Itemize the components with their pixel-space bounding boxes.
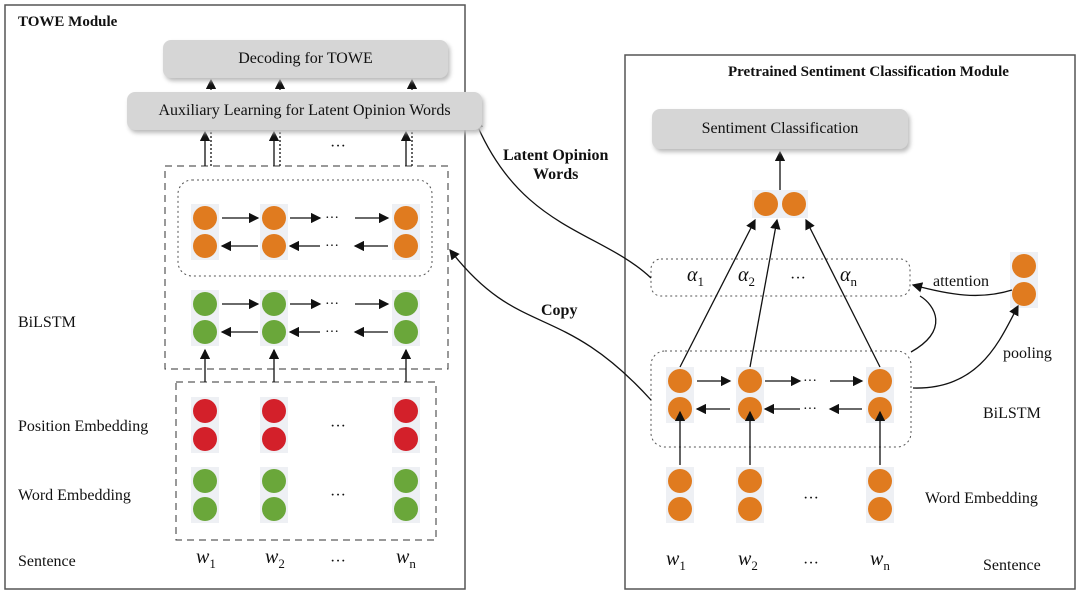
ellipsis: ··· xyxy=(803,555,819,572)
left-bilstm-node xyxy=(262,292,286,316)
copied-bilstm-node xyxy=(193,206,217,230)
sentence-vector-node xyxy=(754,192,778,216)
alpha-weight: α1 xyxy=(687,264,704,289)
ellipsis: ··· xyxy=(803,374,817,389)
decoding-box: Decoding for TOWE xyxy=(163,40,448,78)
word-embedding-node xyxy=(193,497,217,521)
towe-module-title: TOWE Module xyxy=(18,14,118,30)
word-embedding-node xyxy=(193,469,217,493)
position-embedding-node xyxy=(193,399,217,423)
auxiliary-learning-box: Auxiliary Learning for Latent Opinion Wo… xyxy=(127,92,482,130)
right-word-embedding-node xyxy=(668,469,692,493)
word-embedding-node xyxy=(394,469,418,493)
latent-opinion-arrow xyxy=(473,118,652,279)
copy-label: Copy xyxy=(541,302,578,319)
right-word-embedding-label: Word Embedding xyxy=(925,490,1038,507)
copied-bilstm-node xyxy=(262,206,286,230)
alpha-weight: αn xyxy=(840,264,857,289)
ellipsis: ··· xyxy=(330,487,346,504)
ellipsis: ··· xyxy=(330,138,346,155)
position-embedding-node xyxy=(262,427,286,451)
ellipsis: ··· xyxy=(330,553,346,570)
right-bilstm-node xyxy=(868,397,892,421)
position-embedding-label: Position Embedding xyxy=(18,418,149,435)
copied-bilstm-dotted-box xyxy=(177,179,433,277)
word-embedding-node xyxy=(394,497,418,521)
embedding-dashed-box xyxy=(175,381,437,541)
right-word-embedding-node xyxy=(738,469,762,493)
attention-link xyxy=(910,295,937,353)
left-bilstm-node xyxy=(394,292,418,316)
word-token: w2 xyxy=(265,546,285,571)
sentiment-classification-box: Sentiment Classification xyxy=(652,109,908,149)
right-bilstm-node xyxy=(738,397,762,421)
word-embedding-node xyxy=(262,497,286,521)
word-embedding-label: Word Embedding xyxy=(18,487,131,504)
right-bilstm-node xyxy=(868,369,892,393)
right-word-embedding-node xyxy=(738,497,762,521)
left-bilstm-node xyxy=(193,320,217,344)
position-embedding-node xyxy=(193,427,217,451)
position-embedding-node xyxy=(262,399,286,423)
left-bilstm-node xyxy=(262,320,286,344)
right-bilstm-dotted-box xyxy=(650,350,912,448)
copied-bilstm-node xyxy=(394,234,418,258)
word-token: wn xyxy=(396,546,416,571)
right-word-embedding-node xyxy=(868,497,892,521)
ellipsis: ··· xyxy=(330,418,346,435)
attention-label: attention xyxy=(933,273,989,290)
position-embedding-node xyxy=(394,399,418,423)
pooled-vector-node xyxy=(1012,254,1036,278)
weighted-arrow xyxy=(679,218,756,368)
right-sentence-label: Sentence xyxy=(983,557,1041,574)
ellipsis: ··· xyxy=(790,270,806,287)
right-bilstm-label: BiLSTM xyxy=(983,405,1041,422)
bilstm-label: BiLSTM xyxy=(18,314,76,331)
towe-module-frame xyxy=(4,4,466,590)
pooling-arrow xyxy=(912,304,1019,389)
ellipsis: ··· xyxy=(325,239,339,254)
weighted-arrow xyxy=(805,218,881,368)
sentiment-module-frame xyxy=(624,54,1076,590)
attention-arrow xyxy=(911,282,1013,297)
word-token: w1 xyxy=(196,546,216,571)
right-bilstm-node xyxy=(668,397,692,421)
right-word-embedding-node xyxy=(668,497,692,521)
right-word-embedding-node xyxy=(868,469,892,493)
sentence-label: Sentence xyxy=(18,553,76,570)
right-bilstm-node xyxy=(738,369,762,393)
copy-arrow xyxy=(449,248,652,401)
copied-bilstm-node xyxy=(262,234,286,258)
sentence-vector-node xyxy=(782,192,806,216)
weighted-arrow xyxy=(749,218,781,368)
word-token: w2 xyxy=(738,548,758,573)
right-bilstm-node xyxy=(668,369,692,393)
left-bilstm-node xyxy=(394,320,418,344)
word-embedding-node xyxy=(262,469,286,493)
ellipsis: ··· xyxy=(803,490,819,507)
copied-bilstm-node xyxy=(394,206,418,230)
position-embedding-node xyxy=(394,427,418,451)
ellipsis: ··· xyxy=(325,211,339,226)
word-token: w1 xyxy=(666,548,686,573)
pooling-label: pooling xyxy=(1003,345,1052,362)
left-bilstm-node xyxy=(193,292,217,316)
sentiment-module-title: Pretrained Sentiment Classification Modu… xyxy=(728,64,1009,80)
ellipsis: ··· xyxy=(325,325,339,340)
copied-bilstm-node xyxy=(193,234,217,258)
pooled-vector-node xyxy=(1012,282,1036,306)
ellipsis: ··· xyxy=(803,402,817,417)
word-token: wn xyxy=(870,548,890,573)
bilstm-dashed-box xyxy=(164,165,449,370)
ellipsis: ··· xyxy=(325,297,339,312)
alpha-weight: α2 xyxy=(738,264,755,289)
